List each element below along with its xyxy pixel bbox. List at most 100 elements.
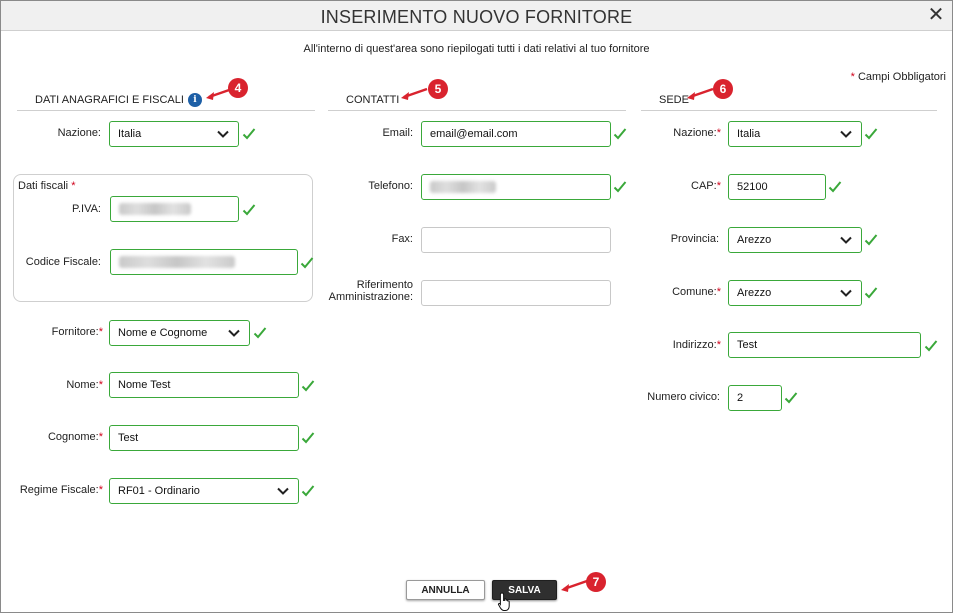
valid-check-icon [301, 485, 315, 497]
valid-check-icon [300, 257, 314, 269]
nome-label: Nome:* [21, 379, 103, 391]
dati-fiscali-box [13, 174, 313, 302]
annotation-marker-7: 7 [586, 572, 606, 592]
fornitore-value: Nome e Cognome [118, 327, 208, 339]
valid-check-icon [828, 181, 842, 193]
sede-nazione-select[interactable]: Italia [728, 121, 862, 147]
section-title-sede: SEDE [641, 94, 937, 111]
dati-fiscali-label: Dati fiscali * [18, 180, 75, 192]
nome-value: Nome Test [118, 379, 171, 391]
valid-check-icon [301, 380, 315, 392]
codice-fiscale-input[interactable] [110, 249, 298, 275]
valid-check-icon [864, 234, 878, 246]
required-asterisk: * [716, 286, 721, 298]
valid-check-icon [242, 204, 256, 216]
codice-fiscale-label: Codice Fiscale: [25, 256, 101, 268]
section-contatti-label: CONTATTI [346, 94, 400, 106]
close-icon[interactable]: ✕ [927, 4, 945, 26]
cap-value: 52100 [737, 181, 768, 193]
telefono-redacted [430, 181, 496, 194]
sede-nazione-label: Nazione:* [641, 127, 721, 139]
piva-label: P.IVA: [72, 203, 101, 215]
email-input[interactable]: email@email.com [421, 121, 611, 147]
cognome-input[interactable]: Test [109, 425, 299, 451]
valid-check-icon [864, 287, 878, 299]
indirizzo-value: Test [737, 339, 758, 351]
numero-civico-value: 2 [737, 392, 744, 404]
fax-input[interactable] [421, 227, 611, 253]
fornitore-select[interactable]: Nome e Cognome [109, 320, 250, 346]
required-asterisk: * [716, 127, 721, 139]
fax-label: Fax: [391, 233, 413, 245]
required-asterisk: * [716, 339, 721, 351]
chevron-down-icon [840, 289, 852, 297]
required-asterisk: * [98, 326, 103, 338]
provincia-label: Provincia: [670, 233, 719, 245]
info-icon[interactable]: i [188, 93, 202, 107]
chevron-down-icon [277, 487, 289, 495]
riferimento-input[interactable] [421, 280, 611, 306]
cancel-button[interactable]: ANNULLA [406, 580, 485, 600]
dati-fiscali-text: Dati fiscali [18, 180, 69, 192]
piva-input[interactable] [110, 196, 239, 222]
regime-fiscale-label-text: Regime Fiscale: [19, 484, 99, 496]
cap-input[interactable]: 52100 [728, 174, 826, 200]
section-title-anagrafici: DATI ANAGRAFICI E FISCALI [17, 94, 315, 111]
annotation-arrow-5 [401, 87, 428, 100]
cap-label: CAP:* [641, 180, 721, 192]
required-asterisk: * [98, 431, 103, 443]
nome-input[interactable]: Nome Test [109, 372, 299, 398]
nazione-select[interactable]: Italia [109, 121, 239, 147]
cognome-label: Cognome:* [21, 431, 103, 443]
indirizzo-label-text: Indirizzo: [672, 339, 717, 351]
regime-fiscale-select[interactable]: RF01 - Ordinario [109, 478, 299, 504]
comune-label: Comune:* [641, 286, 721, 298]
required-asterisk: * [98, 484, 103, 496]
fornitore-label-text: Fornitore: [51, 326, 99, 338]
comune-value: Arezzo [737, 287, 772, 299]
piva-redacted [119, 203, 191, 216]
indirizzo-label: Indirizzo:* [641, 339, 721, 351]
riferimento-label: Riferimento Amministrazione: [321, 279, 413, 303]
required-asterisk: * [98, 379, 103, 391]
chevron-down-icon [840, 236, 852, 244]
section-title-contatti: CONTATTI [328, 94, 626, 111]
hand-cursor-icon [497, 592, 510, 611]
chevron-down-icon [217, 130, 229, 138]
comune-select[interactable]: Arezzo [728, 280, 862, 306]
annotation-arrow-7 [561, 579, 588, 592]
chevron-down-icon [840, 130, 852, 138]
numero-civico-input[interactable]: 2 [728, 385, 782, 411]
valid-check-icon [924, 340, 938, 352]
annotation-arrow-6 [687, 87, 714, 100]
cognome-value: Test [118, 432, 139, 444]
annotation-marker-5: 5 [428, 79, 448, 99]
numero-civico-label: Numero civico: [647, 391, 720, 403]
sede-nazione-value: Italia [737, 128, 761, 140]
section-sede-label: SEDE [659, 94, 689, 106]
nome-label-text: Nome: [66, 379, 99, 391]
intro-text: All'interno di quest'area sono riepiloga… [303, 43, 650, 55]
valid-check-icon [301, 432, 315, 444]
required-asterisk: * [71, 180, 76, 192]
cognome-label-text: Cognome: [47, 431, 99, 443]
nazione-label: Nazione: [57, 127, 101, 139]
telefono-label: Telefono: [368, 180, 413, 192]
email-value: email@email.com [430, 128, 518, 140]
provincia-value: Arezzo [737, 234, 772, 246]
riferimento-label-line2: Amministrazione: [328, 291, 413, 303]
comune-label-text: Comune: [672, 286, 717, 298]
regime-fiscale-value: RF01 - Ordinario [118, 485, 200, 497]
required-asterisk: * [850, 71, 855, 83]
telefono-input[interactable] [421, 174, 611, 200]
chevron-down-icon [228, 329, 240, 337]
indirizzo-input[interactable]: Test [728, 332, 921, 358]
valid-check-icon [242, 128, 256, 140]
regime-fiscale-label: Regime Fiscale:* [11, 484, 103, 496]
provincia-select[interactable]: Arezzo [728, 227, 862, 253]
annotation-marker-4: 4 [228, 78, 248, 98]
dialog-title: INSERIMENTO NUOVO FORNITORE [320, 7, 633, 27]
save-button[interactable]: SALVA [492, 580, 557, 600]
fornitore-label: Fornitore:* [21, 326, 103, 338]
